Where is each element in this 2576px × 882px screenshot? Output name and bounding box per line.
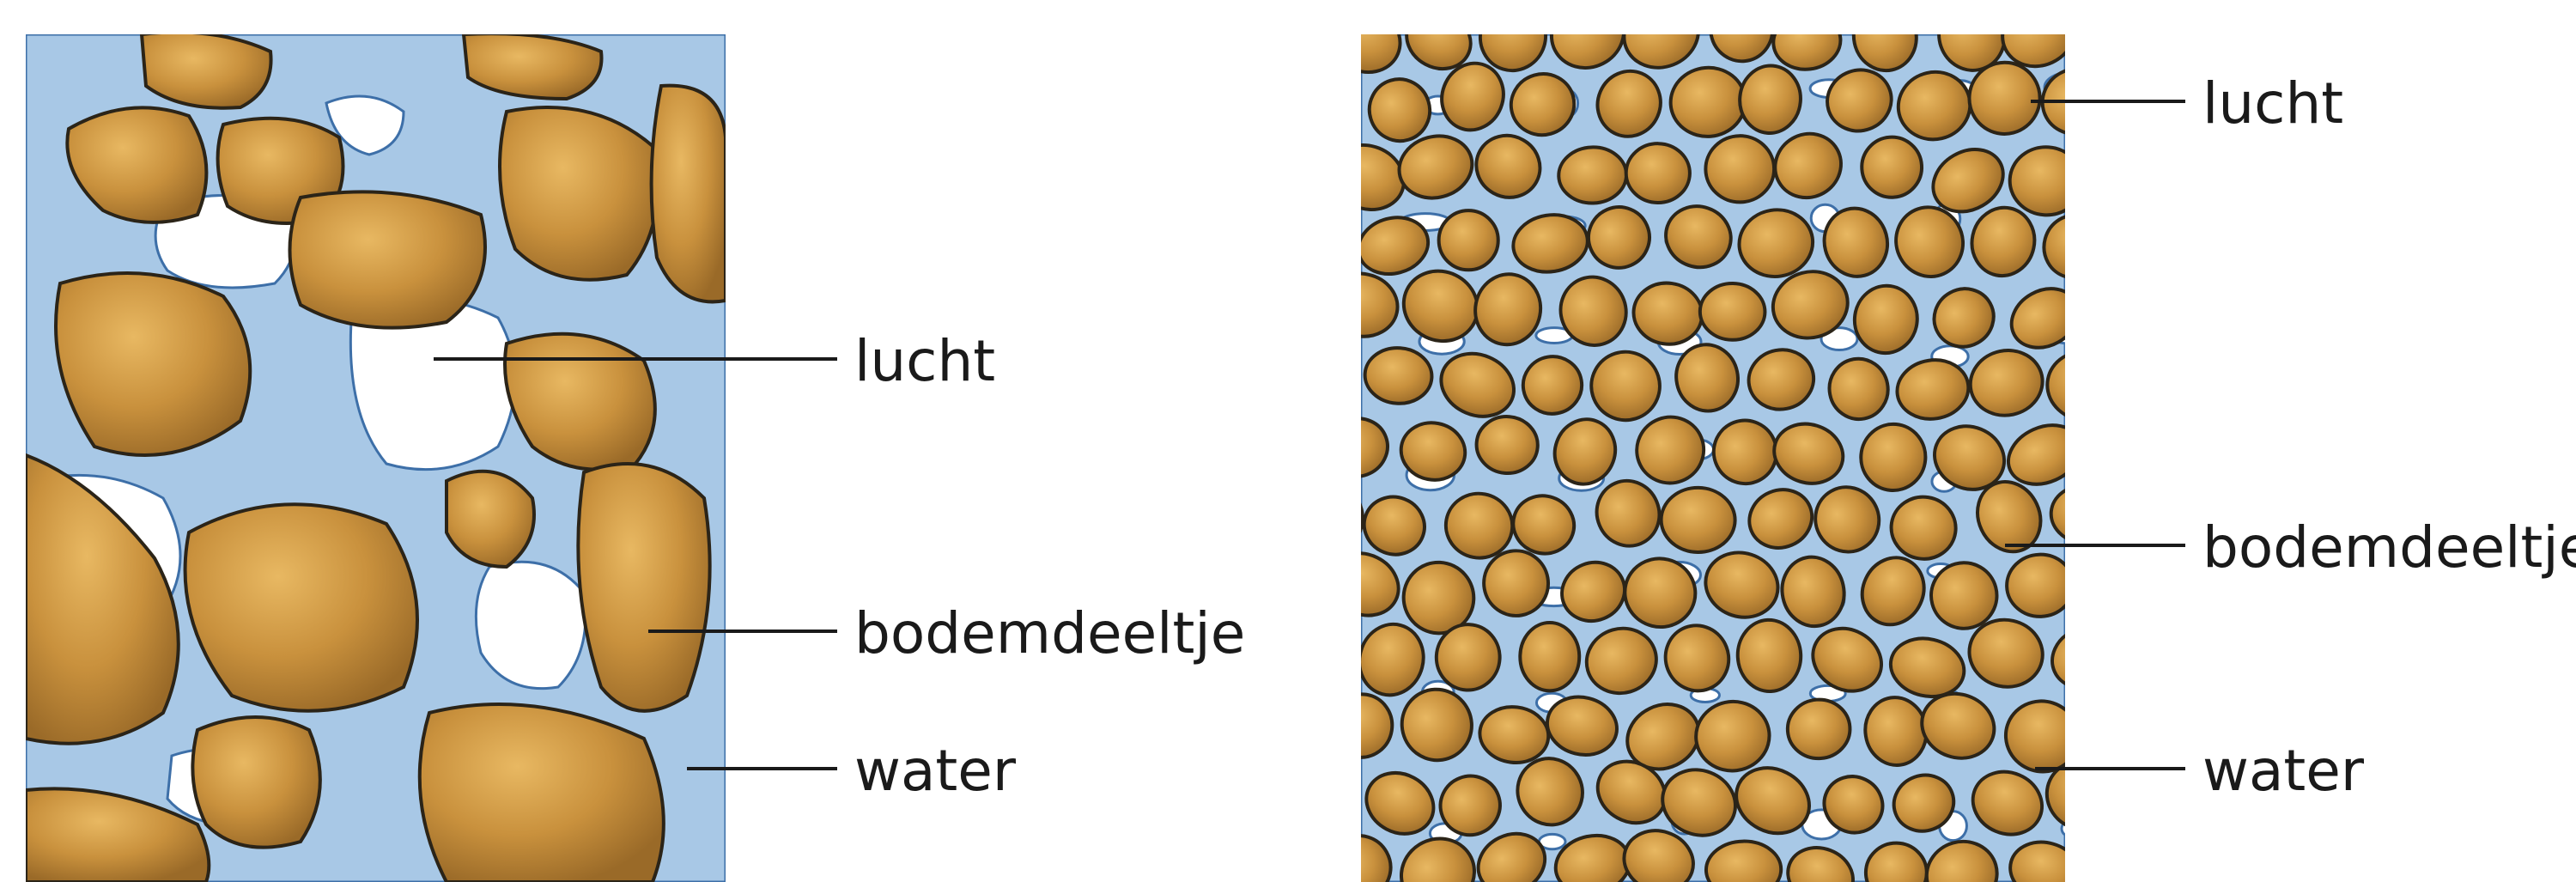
soil-particle xyxy=(1279,764,1367,848)
soil-particle xyxy=(1254,139,1320,204)
soil-particle xyxy=(2080,123,2166,210)
soil-particle xyxy=(1705,135,1775,203)
soil-particle xyxy=(142,33,271,108)
soil-particle xyxy=(1435,623,1502,691)
soil-particle xyxy=(652,86,726,302)
soil-particle xyxy=(2123,622,2197,690)
soil-particle xyxy=(1248,10,1321,72)
soil-particle xyxy=(2112,481,2202,560)
soil-particle xyxy=(2079,556,2168,633)
soil-particle xyxy=(1736,618,1803,693)
soil-particle xyxy=(185,504,417,711)
soil-particle xyxy=(1661,487,1735,553)
soil-particle xyxy=(1281,471,1374,564)
soil-particle xyxy=(290,192,486,327)
air-pore xyxy=(2063,701,2096,731)
fine-soil-diagram xyxy=(1236,0,2206,882)
soil-particle xyxy=(1558,146,1627,204)
soil-particle xyxy=(1293,620,1367,690)
soil-particle xyxy=(500,107,658,280)
label-air: lucht xyxy=(2202,70,2343,137)
soil-particle xyxy=(1258,277,1320,343)
soil-particle xyxy=(2074,678,2167,773)
soil-particle xyxy=(1246,705,1326,767)
label-particle: bodemdeeltje xyxy=(2202,514,2576,581)
soil-particle xyxy=(2072,416,2166,503)
right-labels: lucht bodemdeeltje water xyxy=(2005,70,2576,804)
soil-particle xyxy=(2116,76,2189,142)
soil-particle xyxy=(56,273,250,455)
soil-particle xyxy=(1520,623,1579,690)
soil-particle xyxy=(1699,283,1765,340)
coarse-soil-diagram xyxy=(26,33,726,882)
label-air: lucht xyxy=(854,328,995,394)
soil-particle xyxy=(1290,202,1360,279)
soil-particle xyxy=(2080,3,2143,65)
label-water: water xyxy=(2202,738,2365,804)
soil-particle xyxy=(2081,822,2161,882)
soil-particle xyxy=(578,464,709,711)
soil-particle xyxy=(2117,750,2205,836)
soil-particle xyxy=(1439,210,1498,270)
air-pore xyxy=(2062,816,2111,842)
soil-particle xyxy=(1249,417,1321,484)
soil-particle xyxy=(2006,553,2075,617)
soil-particle xyxy=(1279,347,1360,420)
soil-particle xyxy=(2115,212,2181,271)
soil-particle xyxy=(1625,143,1690,204)
air-pore xyxy=(2070,448,2097,479)
soil-particle xyxy=(420,704,664,882)
air-pore xyxy=(2058,590,2105,606)
soil-particle xyxy=(1236,827,1324,882)
soil-particle xyxy=(192,717,319,848)
label-particle: bodemdeeltje xyxy=(854,600,1245,666)
soil-particle xyxy=(2065,267,2158,352)
soil-particle xyxy=(2109,328,2203,423)
soil-particle xyxy=(1241,545,1330,632)
label-water: water xyxy=(854,738,1017,804)
air-pore xyxy=(476,562,586,688)
soil-particle xyxy=(447,471,534,567)
soil-particle xyxy=(1860,135,1923,199)
soil-particle xyxy=(1289,61,1352,131)
